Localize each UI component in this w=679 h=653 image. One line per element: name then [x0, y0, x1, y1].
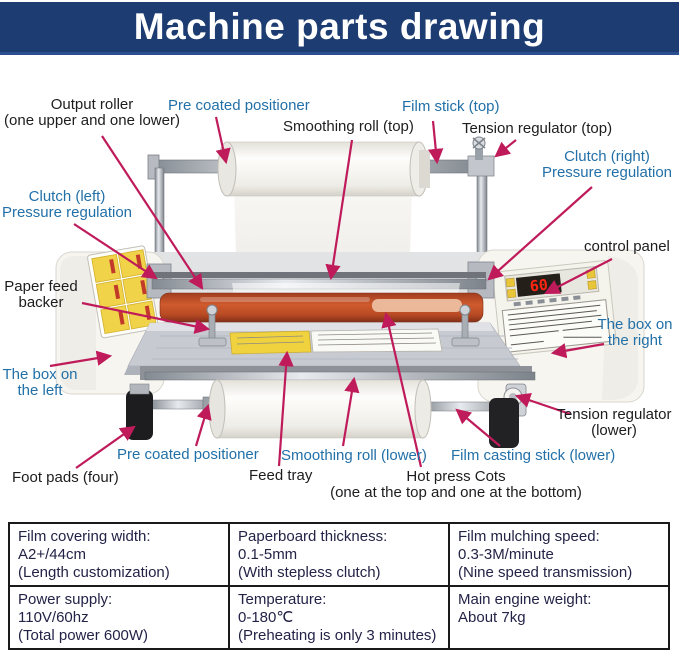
spec-cell-paperboard: Paperboard thickness: 0.1-5mm (With step…	[228, 522, 450, 587]
control-panel-face: 60	[492, 260, 617, 357]
label-tension-top: Tension regulator (top)	[462, 120, 613, 137]
arrow-tension-lower	[514, 392, 571, 416]
label-clutch-right: Clutch (right)Pressure regulation	[541, 148, 673, 181]
top-slot	[150, 272, 486, 278]
arrow-pre-coated-lower	[194, 403, 212, 447]
tension-regulator-top	[467, 136, 495, 177]
lower-roll-right-cap	[414, 379, 432, 439]
label-control-panel: control panel	[584, 238, 670, 255]
arrow-box-left	[49, 350, 113, 368]
film-roll-top	[226, 141, 420, 197]
roller-highlight	[372, 299, 462, 312]
arrow-paper-feed-backer	[81, 301, 211, 334]
arrow-hot-press	[381, 311, 423, 468]
arrow-foot-pads	[75, 425, 136, 469]
arrow-film-stick-top	[428, 120, 444, 165]
label-hot-press: Hot press Cots(one at the top and one at…	[330, 468, 582, 501]
label-smoothing-lower: Smoothing roll (lower)	[281, 447, 427, 464]
page-title: Machine parts drawing	[133, 6, 546, 47]
machine-drawing: 60	[55, 136, 645, 448]
foot-pad-left	[126, 390, 153, 440]
spec-cell-speed: Film mulching speed: 0.3-3M/minute (Nine…	[448, 522, 670, 587]
arrow-film-casting	[455, 408, 501, 447]
arrow-control-panel	[544, 258, 613, 295]
label-output-roller: Output roller(one upper and one lower)	[4, 96, 180, 129]
arrow-output-roller	[101, 135, 204, 290]
annotation-arrows	[49, 116, 613, 469]
label-foot-pads: Foot pads (four)	[12, 469, 119, 486]
label-film-casting: Film casting stick (lower)	[451, 447, 616, 464]
spec-row-2: Power supply: 110V/60hz (Total power 600…	[8, 585, 670, 650]
title-banner: Machine parts drawing	[0, 2, 679, 55]
spec-row-1: Film covering width: A2+/44cm (Length cu…	[8, 522, 670, 587]
spec-cell-temperature: Temperature: 0-180℃ (Preheating is only …	[228, 585, 450, 650]
paper-guide-right	[451, 304, 480, 347]
led-display-value: 60	[529, 276, 549, 296]
shaft-left-bracket	[147, 154, 160, 180]
spec-table: Film covering width: A2+/44cm (Length cu…	[8, 522, 670, 650]
arrow-clutch-right	[487, 186, 593, 281]
tray-label-sticker	[310, 328, 443, 353]
spec-cell-film-width: Film covering width: A2+/44cm (Length cu…	[8, 522, 230, 587]
arrow-smoothing-top	[325, 139, 354, 281]
foot-pad-right	[489, 398, 519, 448]
film-roll-left-cap	[217, 141, 237, 197]
right-box: 60	[477, 249, 645, 403]
arrow-smoothing-lower	[341, 376, 360, 447]
smoothing-roll-lower	[216, 379, 424, 439]
film-roll-collar	[419, 150, 430, 188]
arrow-feed-tray	[277, 350, 294, 467]
arrow-pre-coated-top	[214, 116, 231, 165]
label-smoothing-top: Smoothing roll (top)	[283, 118, 414, 135]
label-feed-tray: Feed tray	[249, 467, 313, 484]
label-pre-coated-top: Pre coated positioner	[168, 97, 310, 114]
spec-cell-weight: Main engine weight: About 7kg	[448, 585, 670, 650]
label-film-stick-top: Film stick (top)	[402, 98, 500, 115]
spec-cell-power: Power supply: 110V/60hz (Total power 600…	[8, 585, 230, 650]
label-clutch-left: Clutch (left)Pressure regulation	[1, 188, 133, 221]
arrow-clutch-left	[73, 223, 158, 280]
paper-feed-backer-clamp	[198, 304, 227, 347]
arrow-box-right	[550, 342, 605, 359]
arrow-tension-top	[494, 139, 517, 158]
label-pre-coated-lower: Pre coated positioner	[117, 446, 259, 463]
lower-roll-left-cap	[208, 379, 226, 439]
label-tension-lower: Tension regulator(lower)	[556, 406, 672, 439]
lower-bar	[144, 371, 536, 381]
